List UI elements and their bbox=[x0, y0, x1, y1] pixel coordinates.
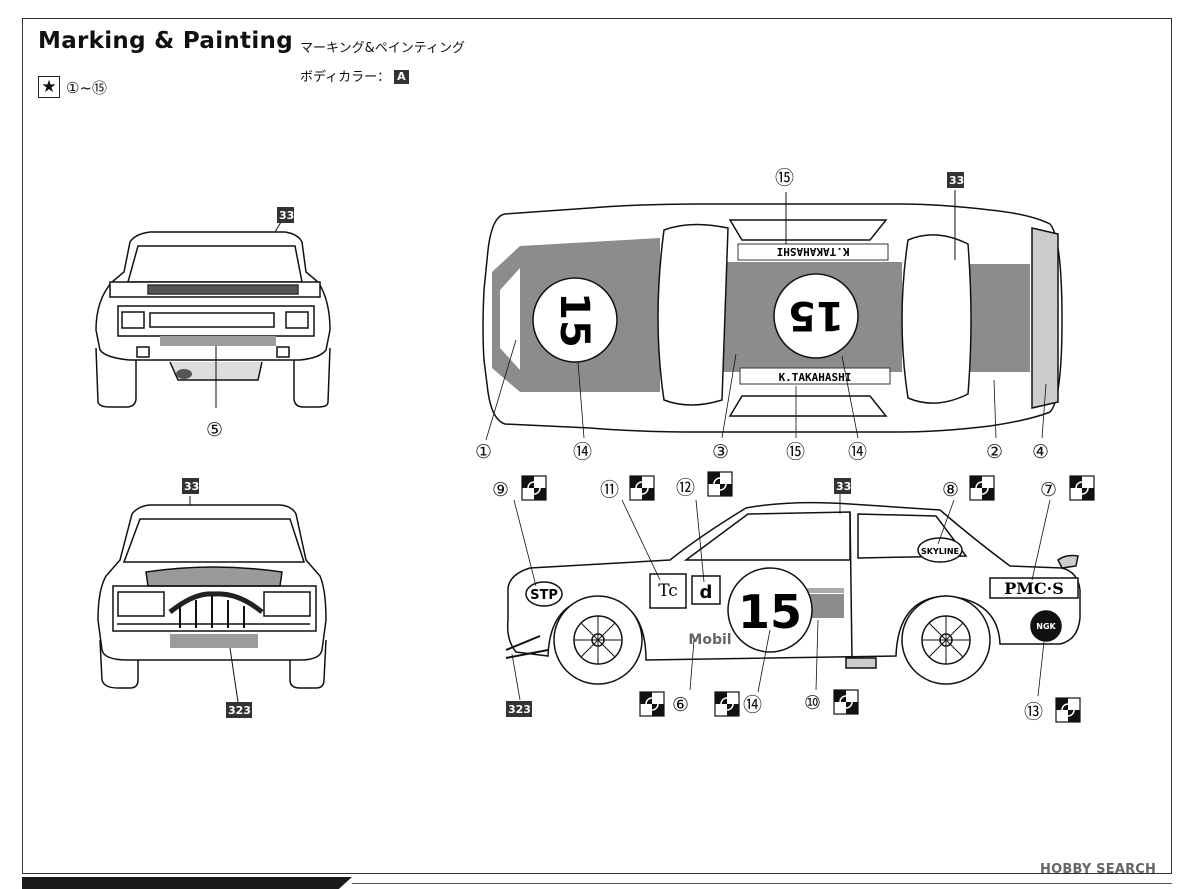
checker-icon bbox=[521, 475, 547, 501]
paint-code-roof-top: 33 bbox=[947, 172, 964, 188]
sponsor-skyline: SKYLINE bbox=[921, 547, 959, 556]
sponsor-d-logo: d bbox=[700, 582, 713, 603]
sponsor-ngk: NGK bbox=[1036, 622, 1056, 631]
checker-icon bbox=[629, 475, 655, 501]
race-number-roof: 15 bbox=[788, 292, 844, 338]
top-view bbox=[482, 190, 1063, 433]
footer-line bbox=[352, 883, 1172, 884]
body-color-code: A bbox=[394, 70, 409, 84]
checker-icon bbox=[714, 691, 740, 717]
decal-10-label: ⑩ bbox=[804, 692, 821, 714]
decal-legend: ★ ①~⑮ bbox=[38, 76, 107, 98]
paint-code-roof-side: 33 bbox=[834, 478, 851, 494]
diagram-frame bbox=[22, 18, 1172, 874]
svg-text:323: 323 bbox=[508, 703, 531, 716]
checker-icon bbox=[1055, 697, 1081, 723]
driver-name-bottom: K.TAKAHASHI bbox=[779, 371, 852, 384]
page-title: Marking & Painting bbox=[38, 28, 293, 54]
body-color-label: ボディカラー： bbox=[300, 70, 391, 85]
decal-4-label: ④ bbox=[1032, 441, 1049, 463]
svg-text:33: 33 bbox=[949, 174, 964, 187]
sponsor-stp: STP bbox=[530, 588, 558, 603]
decal-13-label: ⑬ bbox=[1024, 701, 1043, 723]
star-icon: ★ bbox=[38, 76, 60, 98]
sponsor-pmcs: PMC·S bbox=[1004, 579, 1064, 598]
sponsor-tc: Tc bbox=[658, 581, 678, 601]
paint-code-roof-front: 33 bbox=[182, 478, 199, 494]
side-view bbox=[505, 501, 1081, 685]
svg-text:323: 323 bbox=[228, 704, 251, 717]
checker-icon bbox=[1069, 475, 1095, 501]
decal-14-label-side: ⑭ bbox=[743, 694, 762, 716]
decal-14-label-b: ⑭ bbox=[848, 441, 867, 463]
rear-view bbox=[95, 221, 331, 408]
decal-range: ①~⑮ bbox=[66, 78, 108, 97]
sponsor-mobil: Mobil bbox=[688, 632, 731, 648]
checker-icon bbox=[639, 691, 665, 717]
decal-7-label: ⑦ bbox=[1040, 479, 1057, 501]
decal-9-label: ⑨ bbox=[492, 479, 509, 501]
footer-bar bbox=[22, 877, 352, 889]
decal-1-label: ① bbox=[475, 441, 492, 463]
decal-15-label-top: ⑮ bbox=[775, 167, 794, 189]
watermark-text: HOBBY SEARCH bbox=[1040, 862, 1157, 877]
decal-3-label: ③ bbox=[712, 441, 729, 463]
decal-5-label: ⑤ bbox=[206, 419, 223, 441]
paint-code-roof-rear: 33 bbox=[277, 207, 294, 223]
svg-text:33: 33 bbox=[279, 209, 294, 222]
checker-icon bbox=[833, 689, 859, 715]
svg-text:33: 33 bbox=[184, 480, 199, 493]
body-color-note: ボディカラー：A bbox=[300, 66, 409, 85]
race-number-hood: 15 bbox=[551, 292, 597, 348]
paint-code-grille-side: 323 bbox=[506, 701, 532, 717]
checker-icon bbox=[707, 471, 733, 497]
side-view-leaders bbox=[511, 494, 1051, 701]
checker-icon bbox=[969, 475, 995, 501]
svg-text:33: 33 bbox=[836, 480, 851, 493]
driver-name-top: K.TAKAHASHI bbox=[777, 245, 850, 258]
front-view bbox=[97, 496, 327, 703]
decal-12-label: ⑫ bbox=[676, 477, 695, 499]
decal-15-label-bottom: ⑮ bbox=[786, 441, 805, 463]
page-title-jp: マーキング&ペインティング bbox=[300, 41, 465, 56]
paint-code-grille-front: 323 bbox=[226, 702, 252, 718]
decal-11-label: ⑪ bbox=[600, 479, 619, 501]
decal-6-label: ⑥ bbox=[672, 694, 689, 716]
decal-8-label: ⑧ bbox=[942, 479, 959, 501]
top-view-leaders bbox=[485, 339, 1047, 441]
decal-2-label: ② bbox=[986, 441, 1003, 463]
decal-14-label-a: ⑭ bbox=[573, 441, 592, 463]
